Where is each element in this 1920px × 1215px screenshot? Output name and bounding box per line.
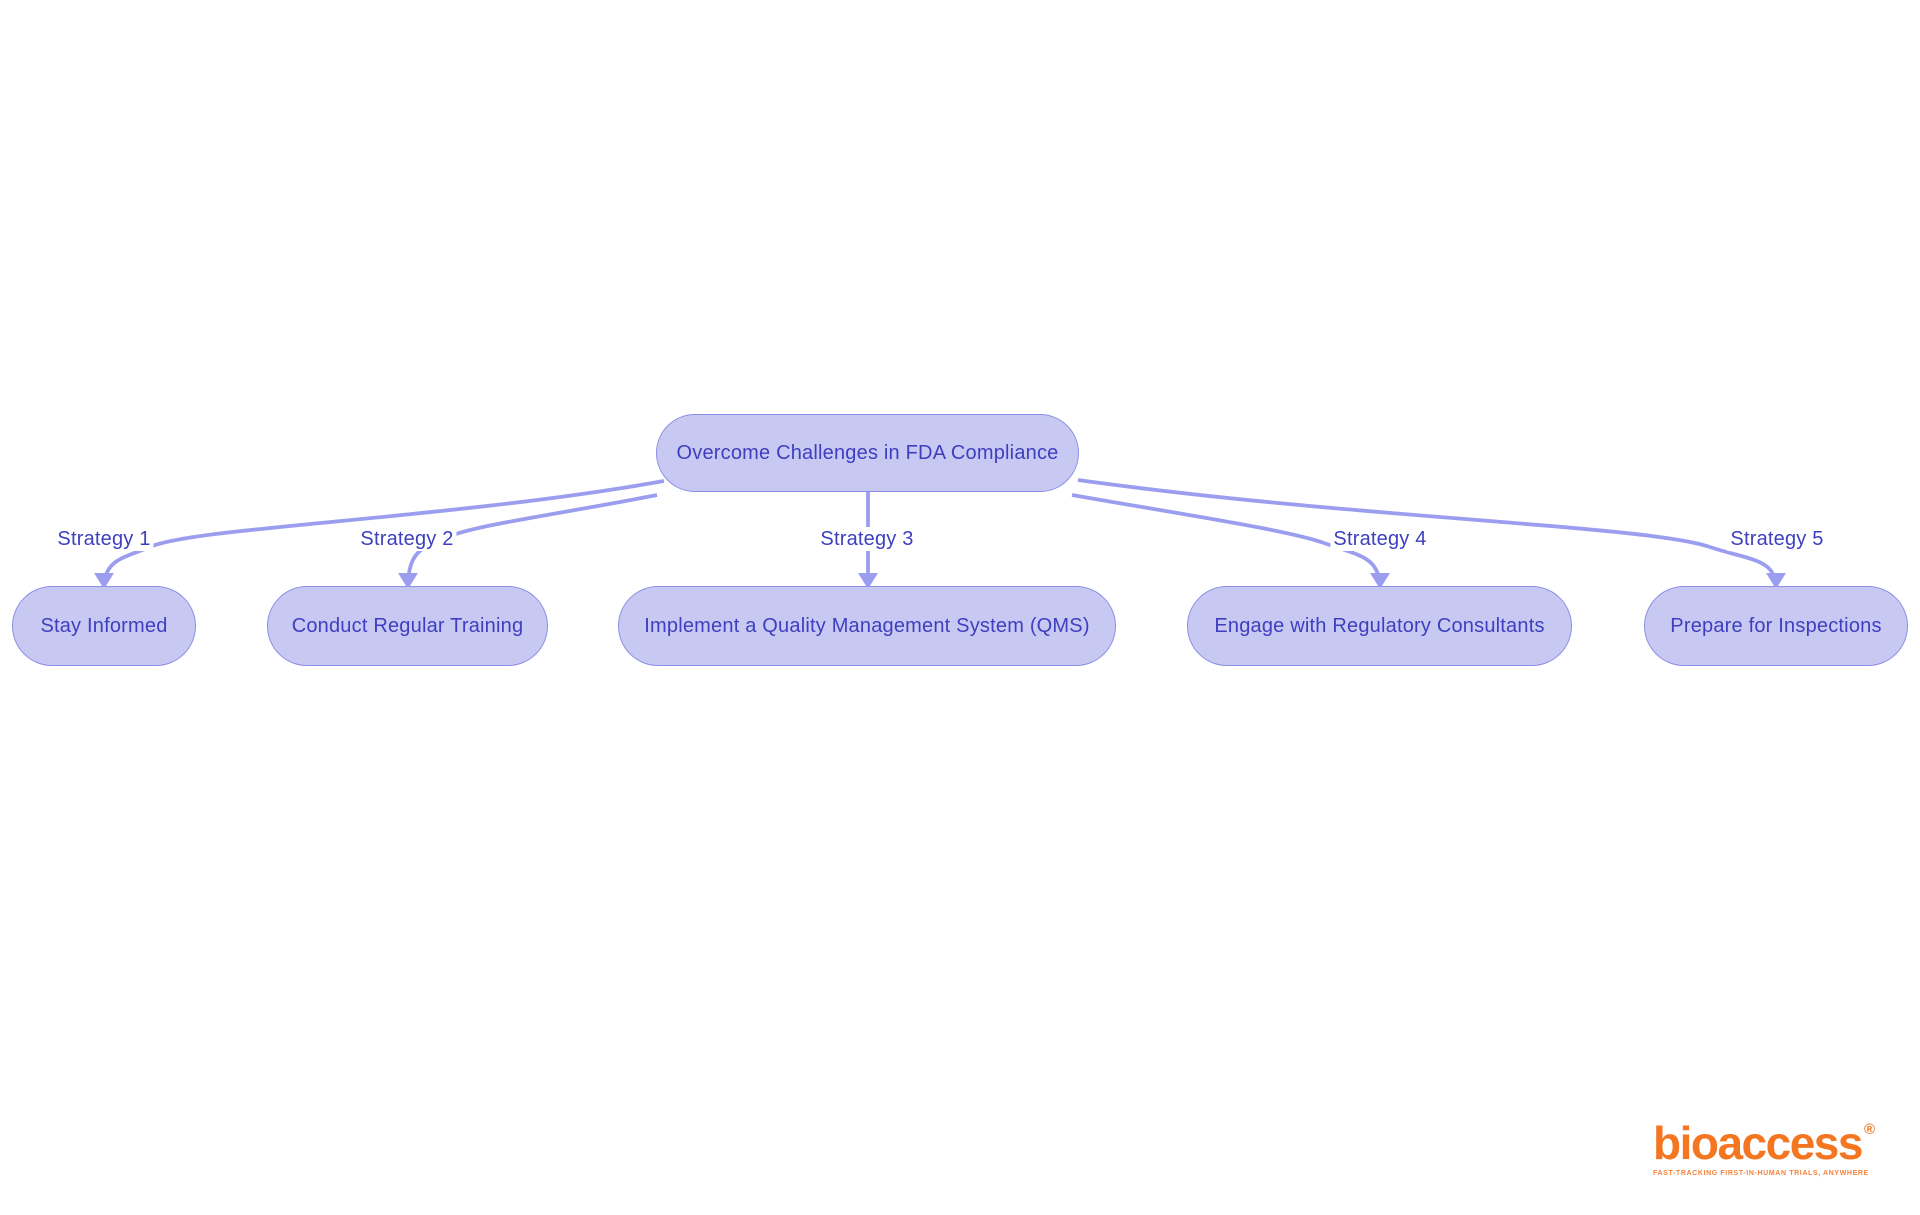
node-engage-regulatory-consultants-label: Engage with Regulatory Consultants [1214, 614, 1545, 637]
node-implement-qms: Implement a Quality Management System (Q… [618, 586, 1116, 666]
registered-trademark-symbol: ® [1863, 1121, 1876, 1138]
node-stay-informed-label: Stay Informed [40, 614, 168, 637]
node-conduct-regular-training-label: Conduct Regular Training [291, 614, 524, 637]
bioaccess-tagline: FAST-TRACKING FIRST-IN-HUMAN TRIALS, ANY… [1653, 1170, 1869, 1177]
edge-strategy-1 [94, 479, 665, 589]
node-prepare-for-inspections-label: Prepare for Inspections [1670, 614, 1882, 637]
node-conduct-regular-training: Conduct Regular Training [267, 586, 548, 666]
edge-label-strategy-2: Strategy 2 [357, 527, 457, 551]
edge-strategy-4 [1071, 493, 1390, 589]
node-prepare-for-inspections: Prepare for Inspections [1644, 586, 1908, 666]
bioaccess-wordmark: bioaccess [1653, 1117, 1863, 1169]
node-overcome-challenges-label: Overcome Challenges in FDA Compliance [676, 441, 1059, 464]
node-overcome-challenges: Overcome Challenges in FDA Compliance [656, 414, 1079, 492]
edge-label-strategy-1: Strategy 1 [54, 527, 154, 551]
node-implement-qms-label: Implement a Quality Management System (Q… [644, 614, 1090, 637]
edge-strategy-5 [1077, 478, 1786, 589]
edge-label-strategy-3: Strategy 3 [817, 527, 917, 551]
node-stay-informed: Stay Informed [12, 586, 196, 666]
edge-label-strategy-5: Strategy 5 [1727, 527, 1827, 551]
edge-label-strategy-4: Strategy 4 [1330, 527, 1430, 551]
bioaccess-logo: bioaccess ® FAST-TRACKING FIRST-IN-HUMAN… [1653, 1120, 1883, 1177]
edge-strategy-2 [398, 493, 658, 589]
node-engage-regulatory-consultants: Engage with Regulatory Consultants [1187, 586, 1572, 666]
